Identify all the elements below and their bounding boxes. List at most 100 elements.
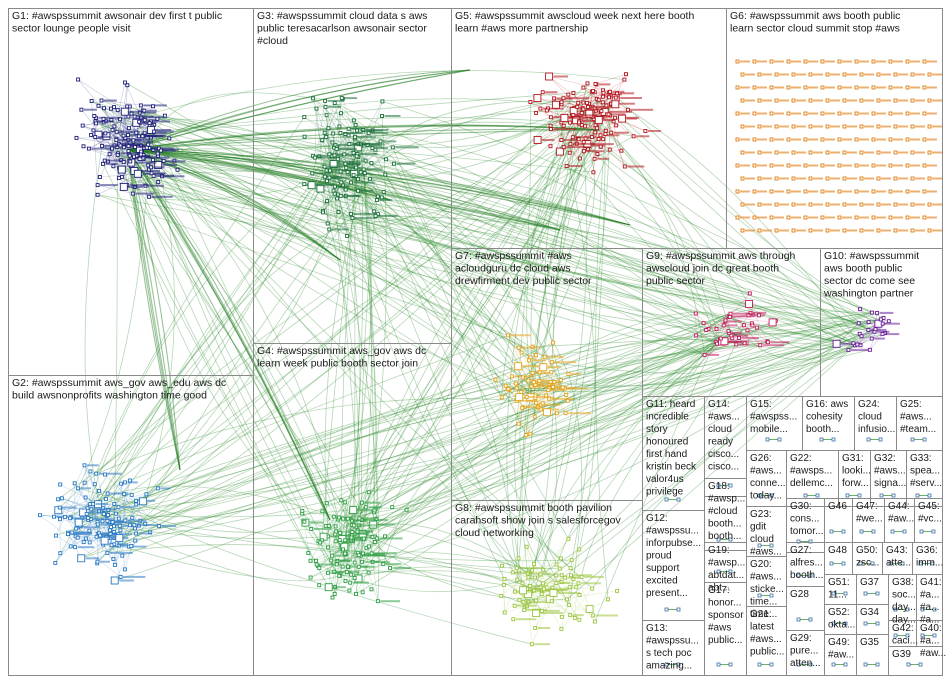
node (332, 132, 335, 135)
node-label-mark (915, 178, 925, 180)
node (578, 618, 581, 621)
node (608, 96, 611, 99)
group-label-line: G10: #awspssummit (824, 250, 919, 262)
node-label-mark (740, 139, 750, 141)
group-label-line: #a... (920, 615, 939, 626)
node (392, 162, 395, 165)
node (502, 583, 505, 586)
node (69, 517, 72, 520)
node (336, 197, 339, 200)
group-label-line: cisco... (708, 449, 739, 460)
node (128, 154, 131, 157)
group-label-line: #we... (856, 514, 883, 525)
node (118, 166, 125, 173)
group-label-g50: G50:zsc... (856, 545, 879, 569)
node (578, 548, 581, 551)
node (131, 516, 134, 519)
node-label-mark (825, 61, 835, 63)
node (303, 183, 306, 186)
node (832, 663, 835, 666)
group-label-g2: G2: #awspssummit aws_gov aws_edu aws dcb… (12, 377, 226, 402)
node (741, 229, 744, 232)
group-label-line: looki... (842, 466, 871, 477)
node (315, 107, 318, 110)
node (138, 120, 141, 123)
node-label-mark (740, 217, 750, 219)
node (308, 182, 315, 189)
node (501, 564, 504, 567)
node (787, 164, 790, 167)
node (843, 203, 846, 206)
node (96, 523, 99, 526)
node (162, 159, 165, 162)
node-label-mark (842, 165, 852, 167)
node (133, 155, 136, 158)
node (549, 380, 552, 383)
node-label-mark (796, 74, 806, 76)
node (119, 575, 122, 578)
node (591, 587, 594, 590)
node-label-mark (627, 166, 644, 168)
node (876, 592, 879, 595)
node (361, 591, 364, 594)
node (367, 491, 370, 494)
node-label-mark (613, 91, 625, 93)
node (602, 91, 605, 94)
node (741, 73, 744, 76)
node (309, 559, 312, 562)
node (309, 576, 312, 579)
node (677, 498, 680, 501)
node-label-mark (893, 165, 903, 167)
node (906, 190, 909, 193)
node (139, 104, 142, 107)
node (168, 137, 171, 140)
node (344, 539, 347, 542)
node (556, 148, 563, 155)
node (121, 554, 124, 557)
node-label-mark (830, 126, 840, 128)
group-label-line: G37 (860, 577, 879, 588)
node (329, 169, 332, 172)
node (582, 108, 585, 111)
node-label-mark (360, 531, 373, 533)
node (844, 663, 847, 666)
node (520, 391, 523, 394)
node-label-mark (567, 388, 587, 390)
node-label-mark (927, 61, 937, 63)
node (859, 308, 862, 311)
node (804, 164, 807, 167)
node (558, 567, 561, 570)
group-label-line: G47: (856, 501, 878, 512)
node (133, 524, 136, 527)
node (867, 328, 870, 331)
node (623, 78, 626, 81)
group-label-line: G25: (900, 399, 922, 410)
node-label-mark (898, 178, 908, 180)
node (860, 229, 863, 232)
node (116, 109, 119, 112)
node-label-mark (864, 74, 874, 76)
node-label-mark (762, 204, 772, 206)
node (323, 131, 326, 134)
node (152, 130, 155, 133)
node (758, 203, 761, 206)
group-label-g28: G28 (790, 589, 809, 600)
node (385, 158, 388, 161)
node-label-mark (104, 100, 117, 102)
group-label-line: awscloud join dc great booth (646, 263, 779, 275)
node (880, 494, 883, 497)
node (310, 528, 313, 531)
node-label-mark (762, 230, 772, 232)
node-label-mark (630, 109, 653, 111)
node-label-mark (368, 506, 381, 508)
group-label-line: honoured (646, 437, 688, 448)
node (565, 393, 568, 396)
node-label-mark (553, 128, 576, 130)
node-label-mark (393, 567, 411, 569)
node (312, 97, 315, 100)
node (894, 151, 897, 154)
node (632, 135, 635, 138)
group-label-line: pure... (790, 646, 818, 657)
node-label-mark (571, 373, 581, 375)
node (741, 99, 744, 102)
